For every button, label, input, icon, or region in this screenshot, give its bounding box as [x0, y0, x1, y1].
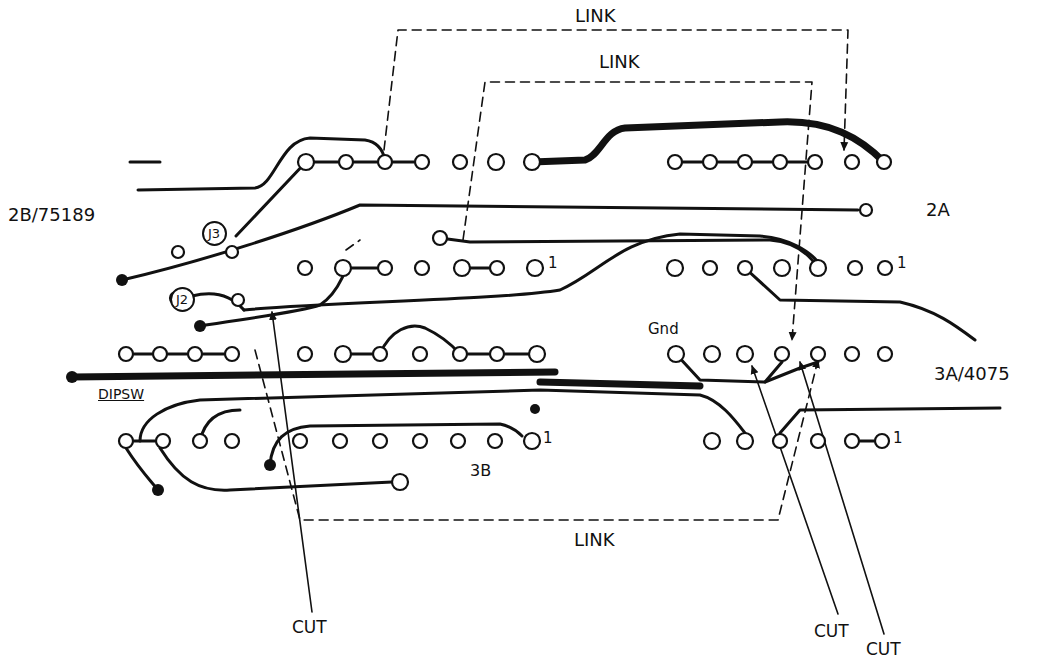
- board-label: DIPSW: [96, 386, 146, 402]
- cut-arrow: [272, 312, 884, 634]
- board-label: 1: [546, 255, 560, 272]
- board-label: LINK: [573, 6, 618, 26]
- board-label: 2B/75189: [6, 205, 97, 225]
- copper-trace: [122, 138, 1000, 490]
- board-label: CUT: [812, 622, 851, 641]
- jumper-label: J3: [208, 227, 220, 240]
- board-label: 3A/4075: [932, 364, 1012, 384]
- board-label: CUT: [290, 618, 329, 637]
- board-label: LINK: [597, 52, 642, 72]
- trace-end-dot: [66, 274, 540, 496]
- solder-pad: [119, 154, 892, 490]
- jumper-circle: J3: [202, 221, 227, 246]
- board-label: 1: [891, 430, 905, 447]
- jumper-label: J2: [176, 293, 188, 306]
- board-label: 3B: [468, 462, 493, 480]
- board-label: CUT: [864, 640, 903, 659]
- board-label: 1: [895, 255, 909, 272]
- board-label: 1: [541, 430, 555, 447]
- jumper-circle: J2: [170, 287, 195, 312]
- board-label: 2A: [924, 200, 952, 220]
- link-wire: [255, 30, 848, 520]
- thick-trace: [72, 122, 884, 386]
- board-label: Gnd: [646, 321, 681, 338]
- board-label: LINK: [572, 530, 617, 550]
